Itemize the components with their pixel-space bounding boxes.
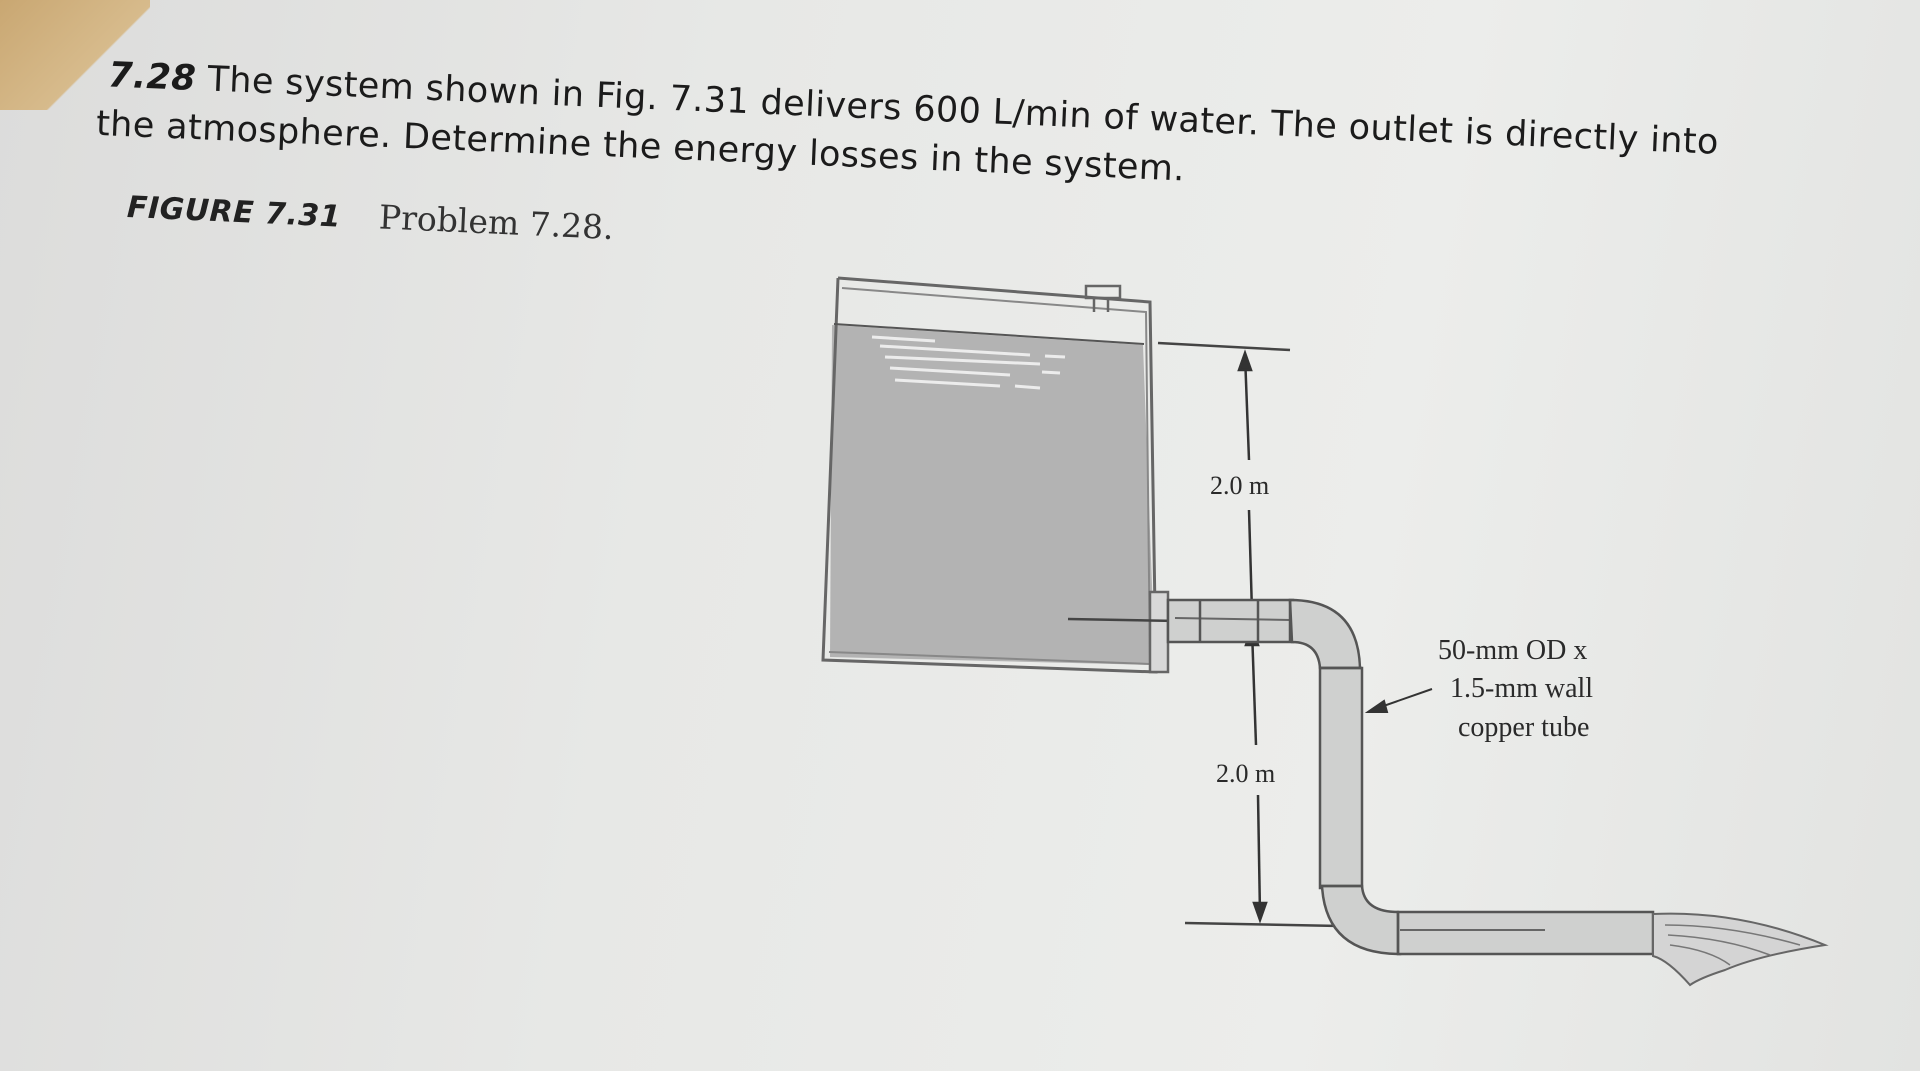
water-hatch-lines (871, 335, 1066, 390)
dimension-top-label: 2.0 m (1210, 471, 1269, 500)
vertical-tube-segment (1318, 666, 1364, 890)
table-corner (0, 0, 150, 110)
outlet-flange (1148, 590, 1170, 674)
top-reference-line (1157, 341, 1291, 352)
tube-note-line-2: 1.5-mm wall (1450, 673, 1593, 704)
lower-elbow (1320, 884, 1402, 956)
dimension-bottom-label: 2.0 m (1216, 759, 1275, 788)
bottom-reference-line (1184, 921, 1341, 928)
tank-inner-wall (828, 287, 1152, 666)
water-surface (833, 323, 1145, 345)
horizontal-tube-segment (1166, 598, 1295, 644)
water-jet (1652, 912, 1829, 987)
vent-icon (1084, 284, 1122, 312)
tube-note-line-3: copper tube (1458, 712, 1589, 743)
discharge-tube-segment (1396, 910, 1655, 956)
tank (821, 276, 1170, 674)
tank-water (830, 325, 1155, 665)
tube-note-leader (1364, 688, 1433, 713)
copper-tube (1166, 598, 1655, 956)
upper-elbow (1288, 598, 1362, 670)
tube-note-line-1: 50-mm OD x (1438, 635, 1587, 666)
